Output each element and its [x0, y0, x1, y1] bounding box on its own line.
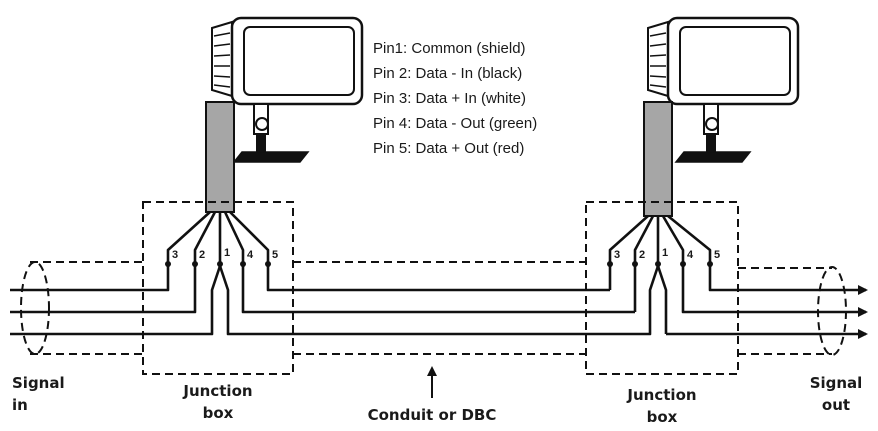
- pin-label-right-3: 3: [614, 249, 620, 261]
- pin-label-left-1: 1: [224, 247, 230, 259]
- label-signal-in: Signal in: [12, 374, 65, 414]
- cable-left: [205, 101, 235, 213]
- legend-pin1: Pin1: Common (shield): [373, 40, 526, 57]
- pin-label-left-5: 5: [272, 249, 278, 261]
- pin-legend: Pin1: Common (shield) Pin 2: Data - In (…: [373, 40, 537, 157]
- label-junction-left: Junction box: [182, 382, 252, 422]
- pin-label-left-3: 3: [172, 249, 178, 261]
- fixture-lens-right: [679, 26, 791, 96]
- wires-left: [10, 211, 635, 336]
- cable-right: [643, 101, 673, 217]
- label-junction-right: Junction box: [626, 386, 696, 426]
- signal-in-line2: in: [12, 396, 28, 414]
- legend-pin3: Pin 3: Data + In (white): [373, 90, 526, 107]
- conduit-left: [20, 261, 143, 355]
- pin-label-left-2: 2: [199, 249, 205, 261]
- pin-labels-left: 3 2 1 4 5: [172, 247, 278, 261]
- legend-pin2: Pin 2: Data - In (black): [373, 65, 522, 82]
- junction-box-right: [585, 201, 739, 375]
- fixture-left: [205, 16, 364, 213]
- signal-out-line1: Signal: [810, 374, 863, 392]
- mount-bracket-left: [232, 103, 310, 163]
- wires-right: [608, 214, 868, 339]
- heat-sink-right: [647, 20, 669, 98]
- junction-left-line2: box: [203, 404, 234, 422]
- label-signal-out: Signal out: [810, 374, 863, 414]
- pin-labels-right: 3 2 1 4 5: [614, 247, 720, 261]
- junction-box-left: [142, 201, 294, 375]
- junction-right-line1: Junction: [626, 386, 696, 404]
- junction-left-line1: Junction: [182, 382, 252, 400]
- pin-label-right-2: 2: [639, 249, 645, 261]
- terminals-right: [607, 261, 713, 267]
- mount-bracket-right: [674, 103, 752, 163]
- signal-in-line1: Signal: [12, 374, 65, 392]
- legend-pin4: Pin 4: Data - Out (green): [373, 115, 537, 132]
- fixture-right: [643, 16, 800, 217]
- terminals-left: [165, 261, 271, 267]
- legend-pin5: Pin 5: Data + Out (red): [373, 140, 524, 157]
- label-conduit: Conduit or DBC: [368, 406, 497, 424]
- signal-out-line2: out: [822, 396, 850, 414]
- junction-right-line2: box: [647, 408, 678, 426]
- pin-label-right-5: 5: [714, 249, 720, 261]
- pin-label-right-1: 1: [662, 247, 668, 259]
- pin-label-right-4: 4: [687, 249, 694, 261]
- heat-sink-left: [211, 20, 233, 98]
- conduit-middle: [293, 261, 586, 355]
- pin-label-left-4: 4: [247, 249, 254, 261]
- fixture-lens-left: [243, 26, 355, 96]
